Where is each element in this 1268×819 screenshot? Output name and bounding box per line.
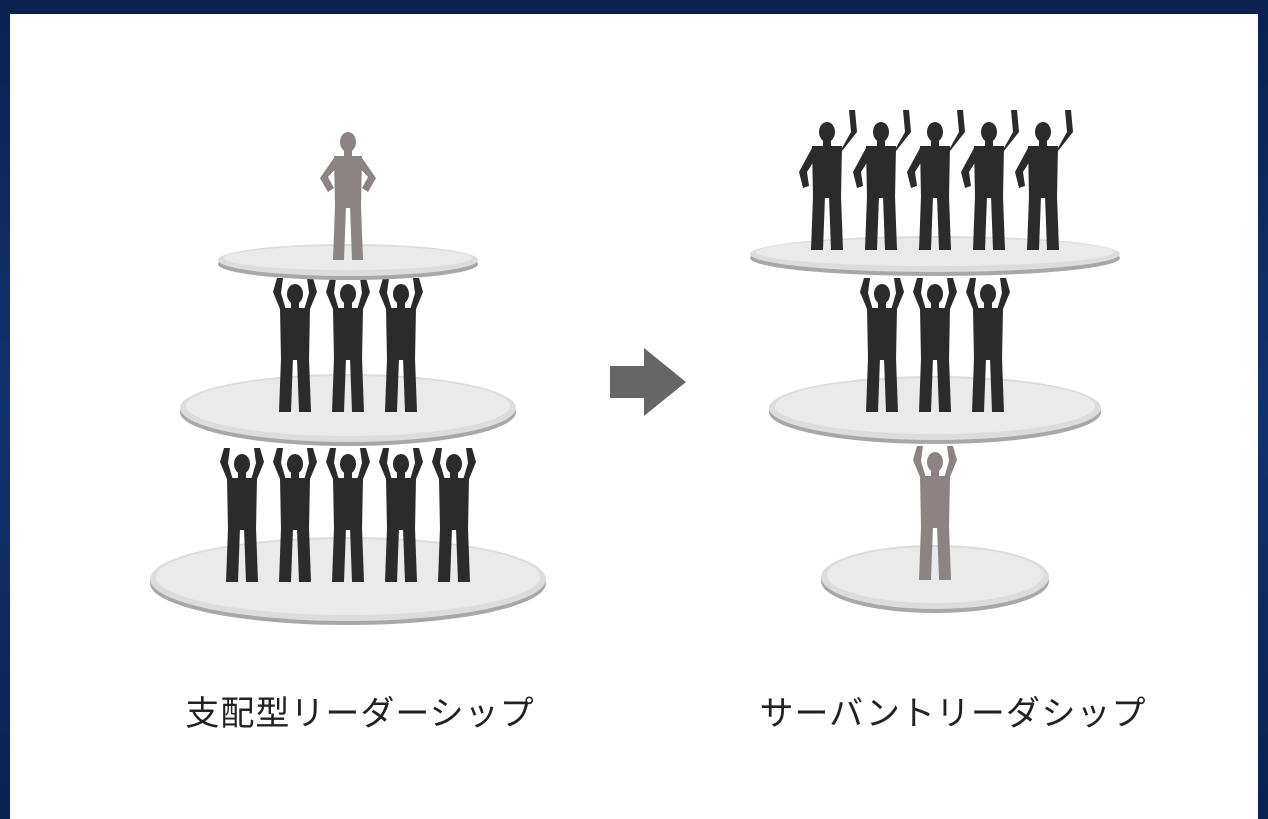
- right-bottom-disc: [821, 545, 1049, 613]
- left-middle-disc: [180, 374, 516, 446]
- transition-arrow-icon: [610, 348, 686, 416]
- follower-person: [799, 110, 857, 250]
- diagram-panel: 支配型リーダーシップ サーバントリーダシップ: [10, 14, 1258, 819]
- leader-person: [320, 132, 376, 260]
- follower-person: [961, 110, 1019, 250]
- left-bottom-disc: [150, 537, 546, 625]
- follower-person: [907, 110, 965, 250]
- follower-person: [1015, 110, 1073, 250]
- follower-person: [853, 110, 911, 250]
- servant-leadership-caption: サーバントリーダシップ: [759, 694, 1147, 734]
- leadership-diagram: [150, 110, 1120, 625]
- dominant-leadership-caption: 支配型リーダーシップ: [185, 694, 535, 734]
- left-top-disc: [218, 244, 478, 280]
- right-middle-disc: [769, 376, 1101, 444]
- right-top-disc: [750, 236, 1120, 276]
